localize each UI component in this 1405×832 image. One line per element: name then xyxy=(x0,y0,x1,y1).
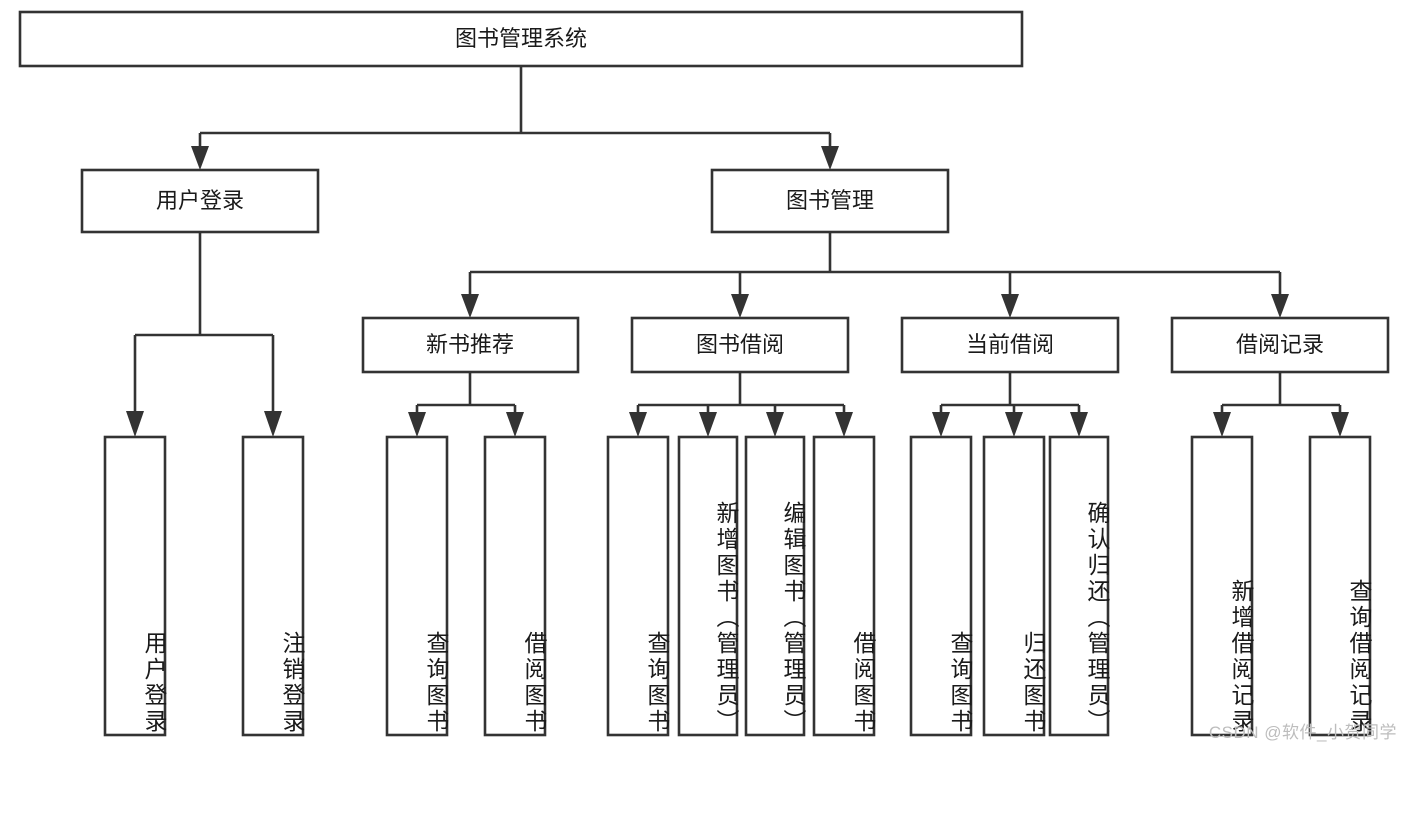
arrow-to-borrow-record xyxy=(1271,294,1289,318)
leaf-box-user-login[interactable] xyxy=(103,435,167,737)
node-book-management[interactable]: 图书管理 xyxy=(710,168,950,234)
book-management-label: 图书管理 xyxy=(786,188,874,213)
leaf-box-borrow-book-2[interactable] xyxy=(812,435,876,737)
node-root-system[interactable]: 图书管理系统 xyxy=(18,10,1024,68)
node-user-login[interactable]: 用户登录 xyxy=(80,168,320,234)
user-login-label: 用户登录 xyxy=(156,188,244,213)
arrow-to-leaf-add-book xyxy=(699,412,717,437)
root-box[interactable] xyxy=(18,10,1024,68)
arrow-to-leaf-edit-book xyxy=(766,412,784,437)
leaf-box-add-record[interactable] xyxy=(1190,435,1254,737)
node-current-borrow[interactable]: 当前借阅 xyxy=(900,316,1120,374)
arrow-to-leaf-return-book xyxy=(1005,412,1023,437)
user-login-box[interactable] xyxy=(80,168,320,234)
book-management-box[interactable] xyxy=(710,168,950,234)
current-borrow-box[interactable] xyxy=(900,316,1120,374)
leaf-box-edit-book[interactable] xyxy=(744,435,806,737)
connector-layer xyxy=(126,66,1349,437)
csdn-watermark: CSDN @软件_小贺同学 xyxy=(1208,723,1397,742)
leaf-box-confirm-return[interactable] xyxy=(1048,435,1110,737)
leaf-box-query-book-3[interactable] xyxy=(909,435,973,737)
arrow-to-leaf-borrow-book-2 xyxy=(835,412,853,437)
book-borrow-label: 图书借阅 xyxy=(696,332,784,357)
node-borrow-record[interactable]: 借阅记录 xyxy=(1170,316,1390,374)
flowchart-svg: 图书管理系统 用户登录 图书管理 新书推荐 图书借阅 当前借阅 借阅记录 xyxy=(18,10,1390,737)
new-book-recommend-label: 新书推荐 xyxy=(426,332,514,357)
flowchart-canvas: 图书管理系统 用户登录 图书管理 新书推荐 图书借阅 当前借阅 借阅记录 xyxy=(18,10,1397,742)
arrow-to-leaf-confirm-return xyxy=(1070,412,1088,437)
node-book-borrow[interactable]: 图书借阅 xyxy=(630,316,850,374)
arrow-to-leaf-query-record xyxy=(1331,412,1349,437)
leaf-box-borrow-book-1[interactable] xyxy=(483,435,547,737)
arrow-to-leaf-query-book-3 xyxy=(932,412,950,437)
leaf-box-add-book[interactable] xyxy=(677,435,739,737)
current-borrow-label: 当前借阅 xyxy=(966,332,1054,357)
new-book-recommend-box[interactable] xyxy=(361,316,580,374)
leaf-box-return-book[interactable] xyxy=(982,435,1046,737)
arrow-to-new-book-recommend xyxy=(461,294,479,318)
arrow-to-book-borrow xyxy=(731,294,749,318)
arrow-to-book-mgmt xyxy=(821,146,839,170)
root-label: 图书管理系统 xyxy=(455,26,587,51)
arrow-to-leaf-user-login xyxy=(126,411,144,437)
node-new-book-recommend[interactable]: 新书推荐 xyxy=(361,316,580,374)
book-borrow-box[interactable] xyxy=(630,316,850,374)
leaf-box-logout[interactable] xyxy=(241,435,305,737)
arrow-to-leaf-query-book-1 xyxy=(408,412,426,437)
arrow-to-current-borrow xyxy=(1001,294,1019,318)
arrow-to-leaf-borrow-book-1 xyxy=(506,412,524,437)
leaf-box-query-record[interactable] xyxy=(1308,435,1372,737)
leaf-box-query-book-2[interactable] xyxy=(606,435,670,737)
arrow-to-leaf-query-book-2 xyxy=(629,412,647,437)
arrow-to-leaf-add-record xyxy=(1213,412,1231,437)
leaf-box-query-book-1[interactable] xyxy=(385,435,449,737)
borrow-record-label: 借阅记录 xyxy=(1236,332,1324,357)
arrow-to-user-login xyxy=(191,146,209,170)
arrow-to-leaf-logout xyxy=(264,411,282,437)
borrow-record-box[interactable] xyxy=(1170,316,1390,374)
leaf-box-layer xyxy=(103,435,1372,737)
